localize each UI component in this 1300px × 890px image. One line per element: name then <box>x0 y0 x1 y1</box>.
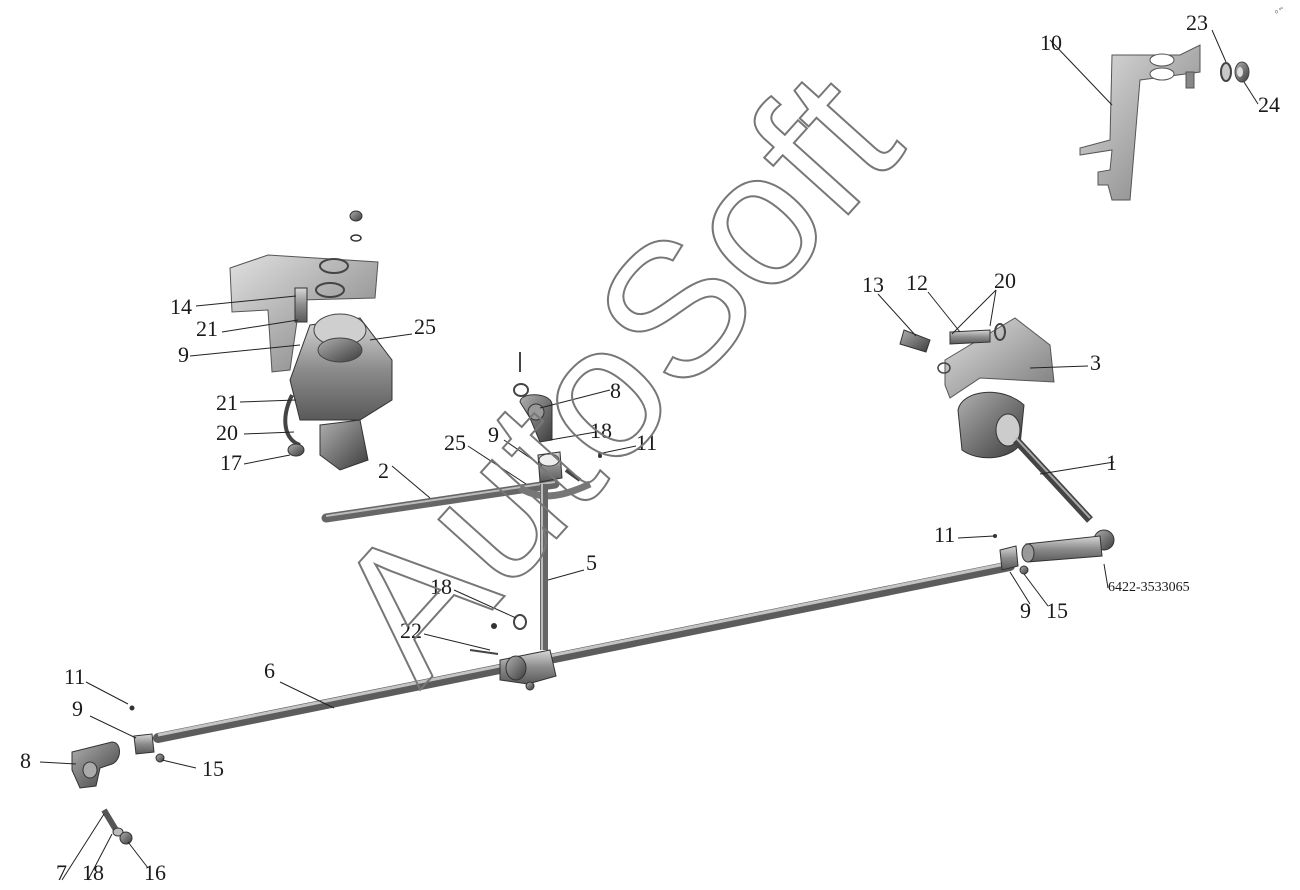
rod-end-tip <box>1021 535 1103 563</box>
callout-9b: 9 <box>488 422 499 447</box>
callout-18c: 18 <box>82 860 104 885</box>
callout-3: 3 <box>1090 350 1101 375</box>
callout-24: 24 <box>1258 92 1280 117</box>
valve-assembly <box>229 210 393 471</box>
callout-5: 5 <box>586 550 597 575</box>
callout-18b: 18 <box>430 574 452 599</box>
callout-13: 13 <box>862 272 884 297</box>
clamp-9-left <box>129 705 165 763</box>
callout-7: 7 <box>56 860 67 885</box>
callout-25a: 25 <box>414 314 436 339</box>
cylinder-1 <box>957 391 1115 551</box>
clamp-9-right <box>993 534 1029 575</box>
callout-9c: 9 <box>1020 598 1031 623</box>
nut-24 <box>1234 61 1250 83</box>
callout-6: 6 <box>264 658 275 683</box>
callout-12: 12 <box>906 270 928 295</box>
callout-10: 10 <box>1040 30 1062 55</box>
callout-2: 2 <box>378 458 389 483</box>
callout-labels: 10 23 24 14 21 9 25 21 20 17 2 25 8 9 18… <box>20 10 1280 885</box>
bracket-3 <box>937 317 1055 399</box>
callout-8a: 8 <box>610 378 621 403</box>
callout-22: 22 <box>400 618 422 643</box>
callout-11c: 11 <box>64 664 85 689</box>
part-number-label: 6422-3533065 <box>1108 580 1190 595</box>
callout-8b: 8 <box>20 748 31 773</box>
callout-14: 14 <box>170 294 192 319</box>
callout-15b: 15 <box>202 756 224 781</box>
clamp-9-top <box>537 451 602 483</box>
leader-lines <box>39 29 1259 881</box>
callout-15a: 15 <box>1046 598 1068 623</box>
callout-16: 16 <box>144 860 166 885</box>
callout-9a: 9 <box>178 342 189 367</box>
joint-center <box>469 614 557 691</box>
callout-17: 17 <box>220 450 242 475</box>
bolts-12-13-washer-20 <box>899 323 1006 353</box>
callout-20a: 20 <box>216 420 238 445</box>
callout-21b: 21 <box>216 390 238 415</box>
callout-1: 1 <box>1106 450 1117 475</box>
callout-9d: 9 <box>72 696 83 721</box>
callout-20b: 20 <box>994 268 1016 293</box>
callout-18a: 18 <box>590 418 612 443</box>
callout-21a: 21 <box>196 316 218 341</box>
bracket-10 <box>1079 44 1201 201</box>
callout-11a: 11 <box>636 430 657 455</box>
callout-25b: 25 <box>444 430 466 455</box>
rod-5 <box>540 484 548 650</box>
lever-8-left <box>71 741 120 789</box>
callout-23: 23 <box>1186 10 1208 35</box>
rod-6 <box>153 561 1015 743</box>
washer-23 <box>1220 62 1232 82</box>
corner-mark: ο ∞ <box>1274 5 1285 15</box>
bolt-7 <box>101 808 133 845</box>
callout-11b: 11 <box>934 522 955 547</box>
rod-2 <box>321 479 592 523</box>
